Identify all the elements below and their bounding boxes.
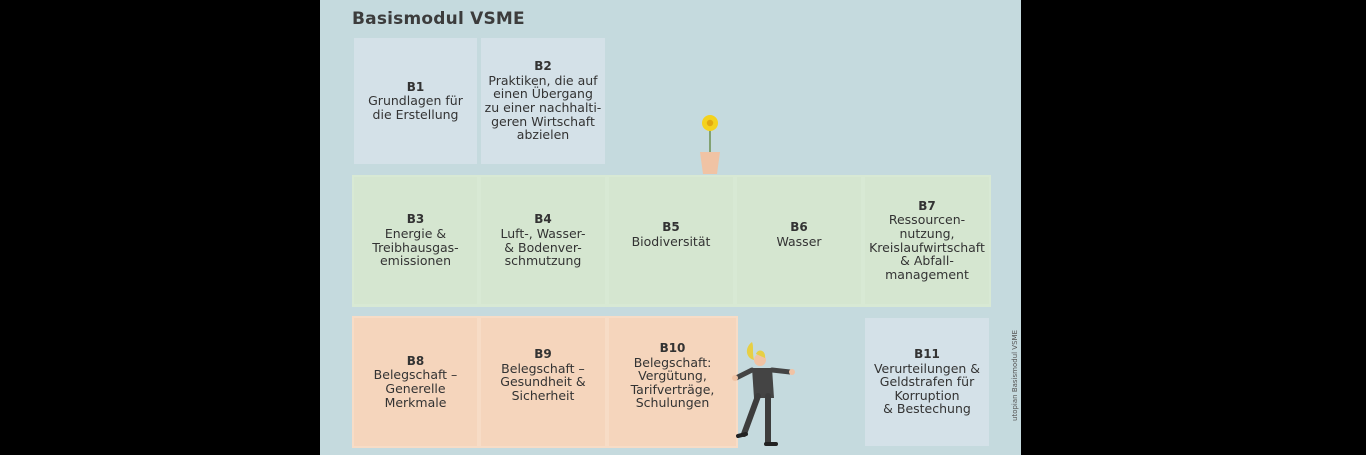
module-label-line: Vergütung, (638, 368, 707, 384)
module-b8: B8 Belegschaft – Generelle Merkmale (354, 318, 477, 446)
module-b7: B7 Ressourcen- nutzung, Kreislaufwirtsch… (865, 177, 989, 304)
module-label-line: Belegschaft – (501, 360, 585, 376)
module-label-line: Wasser (776, 233, 822, 249)
module-label-line: Biodiversität (631, 233, 711, 249)
module-label-line: Geldstrafen für (879, 374, 975, 390)
module-label-line: Generelle (385, 381, 446, 396)
module-b11: B11 Verurteilungen & Geldstrafen für Kor… (865, 318, 989, 446)
module-label-line: Praktiken, die auf (488, 72, 598, 88)
module-label-line: schmutzung (504, 253, 582, 269)
module-b4: B4 Luft-, Wasser- & Bodenver- schmutzung (481, 177, 605, 304)
module-label-line: Belegschaft: (633, 354, 712, 370)
module-label-line: Merkmale (384, 394, 447, 410)
module-b10: B10 Belegschaft: Vergütung, Tarifverträg… (609, 318, 736, 446)
module-label-line: Korruption (894, 387, 960, 403)
module-label-line: Grundlagen für (368, 93, 463, 109)
module-code: B6 (790, 220, 808, 234)
module-code: B10 (659, 341, 686, 355)
module-label-line: einen Übergang (493, 86, 593, 102)
module-code: B5 (662, 220, 680, 234)
module-label-line: abzielen (516, 127, 570, 143)
module-label-line: die Erstellung (372, 106, 459, 122)
module-b9: B9 Belegschaft – Gesundheit & Sicherheit (481, 318, 605, 446)
module-code: B9 (534, 347, 552, 361)
module-b1: B1 Grundlagen für die Erstellung (354, 38, 477, 164)
module-label-line: emissionen (379, 253, 452, 269)
module-b6: B6 Wasser (737, 177, 861, 304)
module-label-line: geren Wirtschaft (491, 113, 595, 129)
module-label-line: Tarifverträge, (630, 381, 715, 397)
module-label-line: Gesundheit & (500, 374, 586, 390)
module-label-line: management (885, 266, 969, 282)
module-label-line: & Bodenver- (504, 239, 582, 255)
module-label-line: zu einer nachhalti- (484, 100, 602, 115)
module-b3: B3 Energie & Treibhausgas- emissionen (354, 177, 477, 304)
diagram-panel: Basismodul VSME B1 Grundlagen für die Er… (320, 0, 1021, 455)
module-label-line: Verurteilungen & (873, 360, 981, 376)
module-label-line: Kreislaufwirtschaft (869, 239, 985, 255)
module-b2: B2 Praktiken, die auf einen Übergang zu … (481, 38, 605, 164)
module-label-line: Belegschaft – (373, 367, 458, 383)
module-label-line: & Abfall- (900, 253, 954, 269)
module-code: B1 (406, 79, 425, 94)
module-code: B11 (914, 347, 940, 362)
module-code: B4 (534, 212, 552, 227)
module-label-line: & Bestechung (883, 401, 971, 417)
module-label-line: Luft-, Wasser- (500, 225, 586, 241)
module-code: B3 (406, 212, 425, 227)
module-label-line: nutzung, (899, 225, 955, 241)
image-credit: utopian Basismodul VSME (1011, 330, 1019, 421)
module-label-line: Sicherheit (511, 387, 575, 403)
module-b5: B5 Biodiversität (609, 177, 733, 304)
flower-pot-illustration (700, 115, 720, 174)
diagram-title: Basismodul VSME (352, 9, 525, 29)
module-label-line: Schulungen (635, 395, 710, 411)
module-code: B7 (918, 198, 936, 213)
module-code: B2 (534, 59, 552, 74)
module-label-line: Ressourcen- (888, 212, 966, 228)
module-label-line: Energie & (384, 225, 447, 241)
module-code: B8 (406, 353, 425, 368)
person-illustration (732, 342, 795, 446)
module-label-line: Treibhausgas- (372, 239, 459, 255)
